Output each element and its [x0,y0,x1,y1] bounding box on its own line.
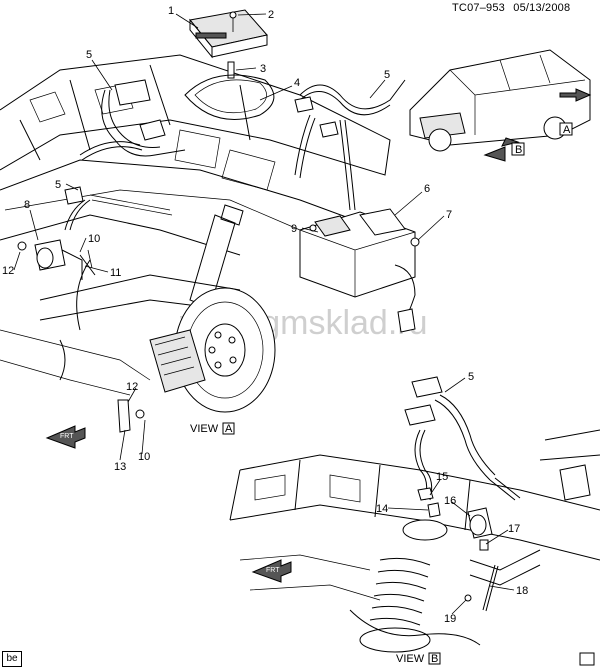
callout-11: 11 [110,267,121,279]
callout-3: 3 [260,63,266,75]
view-a-label-letter: A [225,423,233,435]
front-arrow-view-b: FRT [251,559,292,583]
diagram-date: 05/13/2008 [513,2,571,14]
callout-18: 18 [516,585,528,597]
front-arrow-label-a: FRT [60,433,74,440]
callout-17: 17 [508,523,520,535]
wiring-harness-right [294,79,406,211]
wiring-harness-left [64,79,186,231]
abs-modulator-assembly [299,208,420,333]
callout-15: 15 [436,471,448,483]
view-a-marker-box: A [559,122,573,136]
front-arrow-view-a: FRT [45,425,86,449]
callout-1: 1 [168,5,174,17]
callout-16: 16 [444,495,456,507]
view-a-marker-letter: A [563,124,571,136]
corner-marker [579,652,595,666]
callout-9: 9 [291,223,297,235]
callout-14: 14 [376,503,388,515]
vehicle-reference-illustration [409,49,592,162]
view-b-label: VIEW B [396,652,441,665]
callout-10-upper: 10 [88,233,100,245]
callout-12-lower: 12 [126,381,138,393]
callout-19: 19 [444,613,456,625]
callout-8: 8 [24,199,30,211]
callout-6: 6 [424,183,430,195]
callout-numbers: 1 2 3 4 5 5 5 5 6 7 8 9 10 10 11 12 12 1… [2,5,528,625]
callout-13: 13 [114,461,126,473]
view-b-label-letter: B [431,653,438,665]
sensor-bracket-left [17,239,96,280]
sensor-bracket-right [427,502,499,612]
callout-4: 4 [294,77,300,89]
view-a-label: VIEW A [190,422,235,435]
diagram-header: TC07–953 05/13/2008 [452,2,575,14]
control-module-group [184,9,275,120]
front-arrow-label-b: FRT [266,567,280,574]
view-b-marker-letter: B [515,144,522,156]
view-a-label-text: VIEW [190,423,219,435]
callout-leaders [13,13,515,615]
diagram-code: TC07–953 [452,2,505,14]
callout-5-upper-left: 5 [86,49,92,61]
lower-right-frame-view-b [229,429,600,653]
callout-7: 7 [446,209,452,221]
callout-5-lower: 5 [468,371,474,383]
callout-5-left: 5 [55,179,61,191]
view-b-label-text: VIEW [396,653,425,665]
view-b-marker-box: B [511,142,525,156]
upper-frame-assembly [0,54,396,396]
brake-rotor-assembly [117,287,276,433]
callout-5-upper-right: 5 [384,69,390,81]
wiring-harness-lower [404,376,521,501]
footer-tag: be [2,651,22,667]
callout-12-left: 12 [2,265,14,277]
callout-2: 2 [268,9,274,21]
callout-10-lower: 10 [138,451,150,463]
